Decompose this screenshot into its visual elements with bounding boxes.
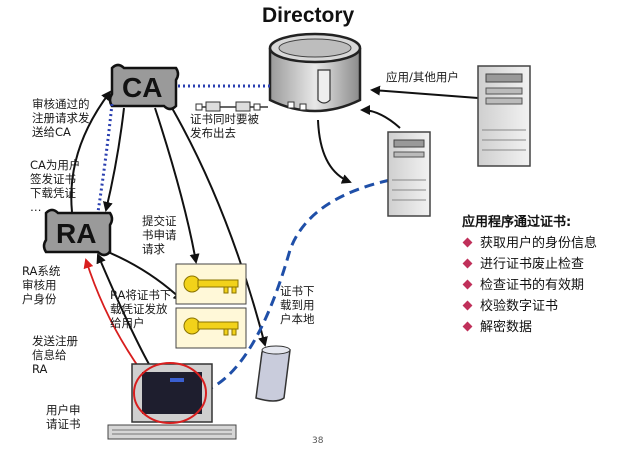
directory-down-arrow — [317, 119, 352, 184]
page-number: 38 — [312, 436, 324, 446]
label-cert-publish: 证书同时要被 发布出去 — [190, 112, 259, 140]
key-icon — [175, 263, 247, 305]
capability-list: 获取用户的身份信息 进行证书废止检查 检查证书的有效期 校验数字证书 解密数据 — [462, 233, 597, 338]
ca-node — [108, 63, 180, 111]
label-app-user: 应用/其他用户 — [386, 70, 459, 84]
label-ca-issue: CA为用户 签发证书 下载凭证 … — [30, 158, 81, 214]
ca-to-key-arrow — [154, 107, 200, 264]
label-ra-credential: RA将证书下 载凭证发放 给用户 — [110, 288, 172, 330]
list-item: 进行证书废止检查 — [462, 254, 597, 275]
ca-to-cert-arrow — [171, 107, 268, 347]
bullet-icon — [462, 237, 473, 248]
ca-to-ra-arrow — [103, 107, 125, 212]
user-to-server-dashed — [187, 174, 402, 397]
ra-to-ca-arrow — [70, 90, 112, 213]
app-server-icon — [477, 65, 531, 167]
ca-ra-link — [96, 103, 114, 213]
bullet-icon — [462, 279, 473, 290]
certificate-scroll-icon — [255, 345, 291, 402]
computer-icon — [107, 362, 237, 440]
list-item: 获取用户的身份信息 — [462, 233, 597, 254]
ca-label: CA — [122, 72, 163, 103]
user-red-arrow — [83, 258, 143, 373]
label-cert-download: 证书下 载到用 户本地 — [280, 284, 315, 326]
diagram-title: Directory — [262, 4, 355, 27]
list-item: 解密数据 — [462, 317, 597, 338]
bullet-icon — [462, 258, 473, 269]
server-to-directory-arrow — [360, 105, 401, 129]
label-user-apply: 用户申 请证书 — [46, 403, 81, 431]
label-send-register: 发送注册 信息给 RA — [32, 334, 78, 376]
panel-title: 应用程序通过证书: — [462, 215, 572, 230]
user-to-ra-arrow — [96, 253, 151, 367]
bullet-icon — [462, 300, 473, 311]
key-icon — [175, 307, 247, 349]
app-to-directory-arrow — [370, 85, 479, 99]
label-ra-verify: RA系统 审核用 户身份 — [22, 264, 61, 306]
list-item: 校验数字证书 — [462, 296, 597, 317]
cable-icon — [195, 101, 268, 112]
bullet-icon — [462, 321, 473, 332]
directory-cylinder-icon — [268, 32, 362, 113]
server-icon — [387, 131, 431, 217]
ra-label: RA — [56, 218, 97, 249]
label-submit-request: 提交证 书申请 请求 — [142, 214, 177, 256]
list-item: 检查证书的有效期 — [462, 275, 597, 296]
label-ca-request: 审核通过的 注册请求发 送给CA — [32, 97, 90, 139]
